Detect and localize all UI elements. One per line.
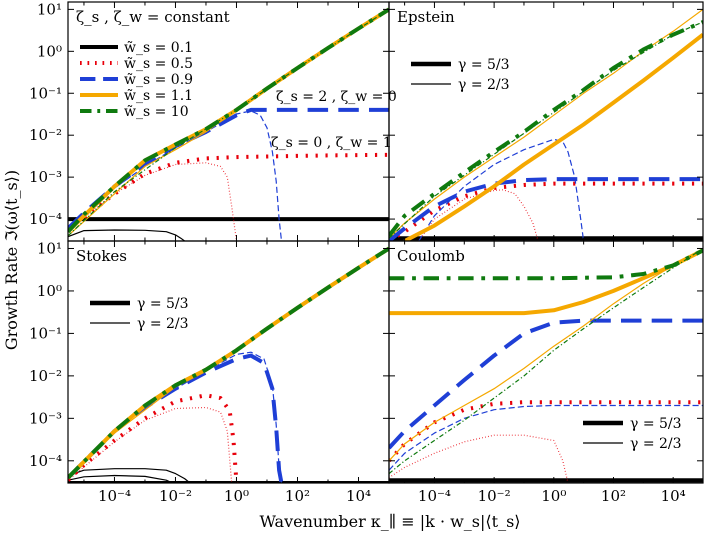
x-tick-label: 10⁻² (159, 487, 192, 505)
series-line-6 (389, 404, 703, 471)
x-tick-label: 10⁴ (661, 487, 686, 505)
panel-2-series (389, 8, 703, 241)
figure-ylabel: Growth Rate ℑ(ω⟨t_s⟩) (2, 170, 21, 350)
legend-label: γ = 5/3 (630, 416, 682, 432)
legend-label: γ = 2/3 (137, 316, 189, 332)
series-line-5 (68, 107, 389, 230)
legend-label: γ = 5/3 (137, 296, 189, 312)
series-line-8 (389, 8, 703, 239)
series-line-7 (403, 33, 703, 241)
panel-1: 10⁻⁴ 10⁻³ 10⁻² 10⁻¹ 10⁰ 10¹ ζ_s , ζ_w = consta… (29, 0, 397, 242)
series-line-8 (389, 247, 703, 462)
y-tick-label: 10⁰ (37, 42, 62, 60)
panel-3: 10⁻⁴ 10⁻³ 10⁻² 10⁻¹ 10⁰ 10¹ 10⁻⁴ 10⁻² 10⁰ 10² 10⁴ S… (29, 239, 390, 505)
series-line-4 (68, 393, 239, 483)
series-line-9 (68, 7, 389, 234)
legend-label: w̃_s = 0.9 (124, 72, 193, 88)
series-line-4 (389, 434, 569, 483)
series-line-3 (68, 152, 389, 231)
series-line-10 (68, 8, 389, 237)
legend-label: w̃_s = 0.5 (124, 56, 193, 72)
legend-label: γ = 2/3 (630, 436, 682, 452)
axes-frame (388, 240, 704, 484)
panel-3-series (68, 246, 389, 483)
y-tick-label: 10⁻³ (29, 168, 62, 186)
series-line-4 (68, 162, 238, 241)
series-line-10 (389, 21, 703, 239)
series-line-3 (68, 474, 173, 483)
panel-2: Epstein γ = 5/3 γ = 2/3 (388, 1, 704, 242)
series-line-8 (68, 8, 389, 237)
series-line-2 (68, 468, 191, 483)
panel-title: Coulomb (397, 247, 465, 265)
x-tick-label: 10⁰ (224, 487, 249, 505)
panel-title: Stokes (76, 247, 127, 265)
series-line-5 (68, 406, 233, 483)
x-tick-label: 10⁻⁴ (98, 487, 131, 505)
series-line-6 (418, 138, 585, 241)
panel-1-series (68, 7, 389, 241)
y-tick-label: 10⁻² (29, 367, 62, 385)
annotation-zeta-2-0: ζ_s = 2 , ζ_w = 0 (276, 89, 397, 105)
x-tick-label: 10² (285, 487, 310, 505)
y-tick-label: 10⁰ (37, 282, 62, 300)
y-tick-label: 10⁻⁴ (29, 210, 62, 228)
series-line-7 (389, 248, 703, 316)
x-tick-label: 10⁻² (478, 487, 511, 505)
legend-label: w̃_s = 10 (124, 104, 189, 120)
x-tick-label: 10² (601, 487, 626, 505)
y-tick-label: 10⁻¹ (29, 84, 62, 102)
legend-label: γ = 2/3 (458, 77, 510, 93)
panel-4-series (389, 247, 703, 483)
y-tick-label: 10⁻² (29, 126, 62, 144)
legend-label: γ = 5/3 (458, 57, 510, 73)
legend-label: w̃_s = 1.1 (124, 88, 193, 104)
figure-xlabel: Wavenumber κ_∥ ≡ |k · w_s|⟨t_s⟩ (259, 512, 520, 531)
panel-4: 10⁻⁴ 10⁻² 10⁰ 10² 10⁴ Coulomb γ = 5/3 γ = 2/3 (388, 240, 704, 505)
x-tick-label: 10⁻⁴ (418, 487, 451, 505)
y-tick-label: 10¹ (37, 239, 62, 257)
y-tick-label: 10⁻⁴ (29, 452, 62, 470)
series-line-10 (68, 246, 389, 480)
y-tick-label: 10⁻³ (29, 409, 62, 427)
y-tick-label: 10¹ (37, 0, 62, 18)
panel-title: Epstein (397, 8, 455, 26)
series-line-9 (389, 20, 703, 238)
annotation-zeta-0-1: ζ_s = 0 , ζ_w = 1 (271, 135, 392, 151)
series-line-6 (68, 353, 284, 483)
y-tick-label: 10⁻¹ (29, 324, 62, 342)
panel-title: ζ_s , ζ_w = constant (76, 8, 230, 26)
series-line-6 (68, 110, 283, 241)
x-tick-label: 10⁰ (541, 487, 566, 505)
x-tick-label: 10⁴ (346, 487, 371, 505)
series-line-2 (68, 229, 185, 241)
legend-label: w̃_s = 0.1 (124, 40, 193, 56)
series-line-7 (68, 351, 283, 483)
series-line-5 (389, 177, 703, 241)
series-line-5 (389, 318, 703, 450)
series-line-3 (389, 181, 703, 241)
series-line-9 (389, 248, 703, 281)
